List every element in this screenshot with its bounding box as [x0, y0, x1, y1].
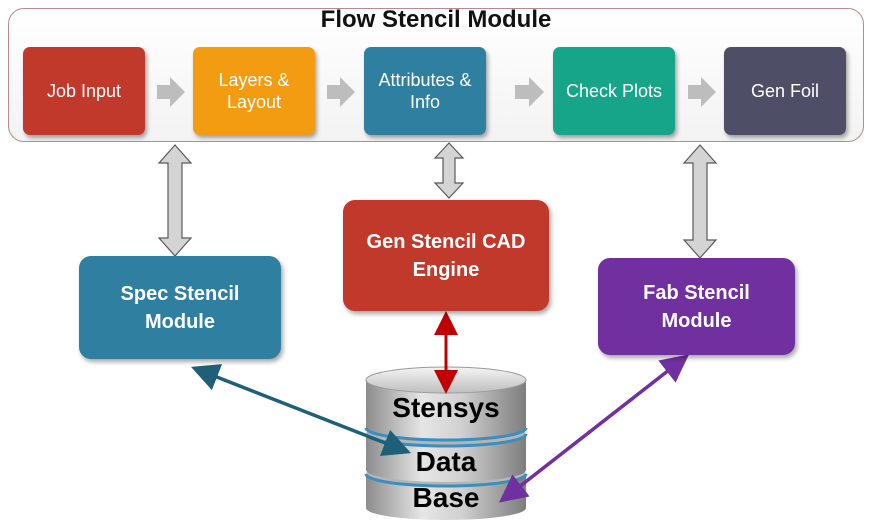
fab-stencil-module: Fab Stencil Module	[598, 258, 795, 355]
double-arrow-cad	[433, 142, 465, 199]
step-layers-layout: Layers & Layout	[193, 47, 315, 135]
step-job-input: Job Input	[23, 47, 145, 135]
spec-stencil-module: Spec Stencil Module	[79, 256, 281, 359]
double-arrow-spec	[157, 144, 193, 257]
step-attributes-info: Attributes & Info	[364, 47, 486, 135]
gen-stencil-cad-engine: Gen Stencil CAD Engine	[343, 200, 549, 311]
double-arrow-fab	[682, 144, 718, 259]
step-gen-foil: Gen Foil	[724, 47, 846, 135]
flow-arrow-3	[515, 77, 544, 107]
database-label-line1: Stensys	[392, 392, 500, 423]
connector-fab-db	[498, 354, 690, 503]
flow-arrow-4	[688, 77, 716, 107]
database-label-line2: Data	[415, 446, 477, 477]
flow-arrow-1	[157, 77, 185, 107]
step-check-plots: Check Plots	[553, 47, 675, 135]
database-label-line3: Base	[412, 482, 480, 513]
flow-arrow-2	[327, 77, 355, 107]
module-title: Flow Stencil Module	[320, 6, 552, 33]
connector-spec-db	[190, 364, 412, 456]
